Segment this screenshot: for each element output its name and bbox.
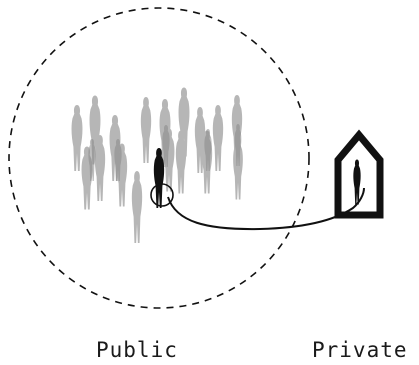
- person-figure: [353, 159, 361, 205]
- crowd-figure: [212, 105, 224, 171]
- phone-highlight-circle: [150, 183, 174, 207]
- public-area-dashed-circle: [8, 7, 310, 309]
- crowd-figure: [71, 105, 83, 171]
- public-person: [150, 148, 174, 208]
- public-label: Public: [96, 338, 178, 362]
- crowd-figure: [131, 171, 143, 243]
- house-icon: [334, 129, 384, 219]
- private-label: Private: [312, 338, 408, 362]
- crowd-figure: [140, 97, 152, 163]
- connection-line: [167, 187, 365, 231]
